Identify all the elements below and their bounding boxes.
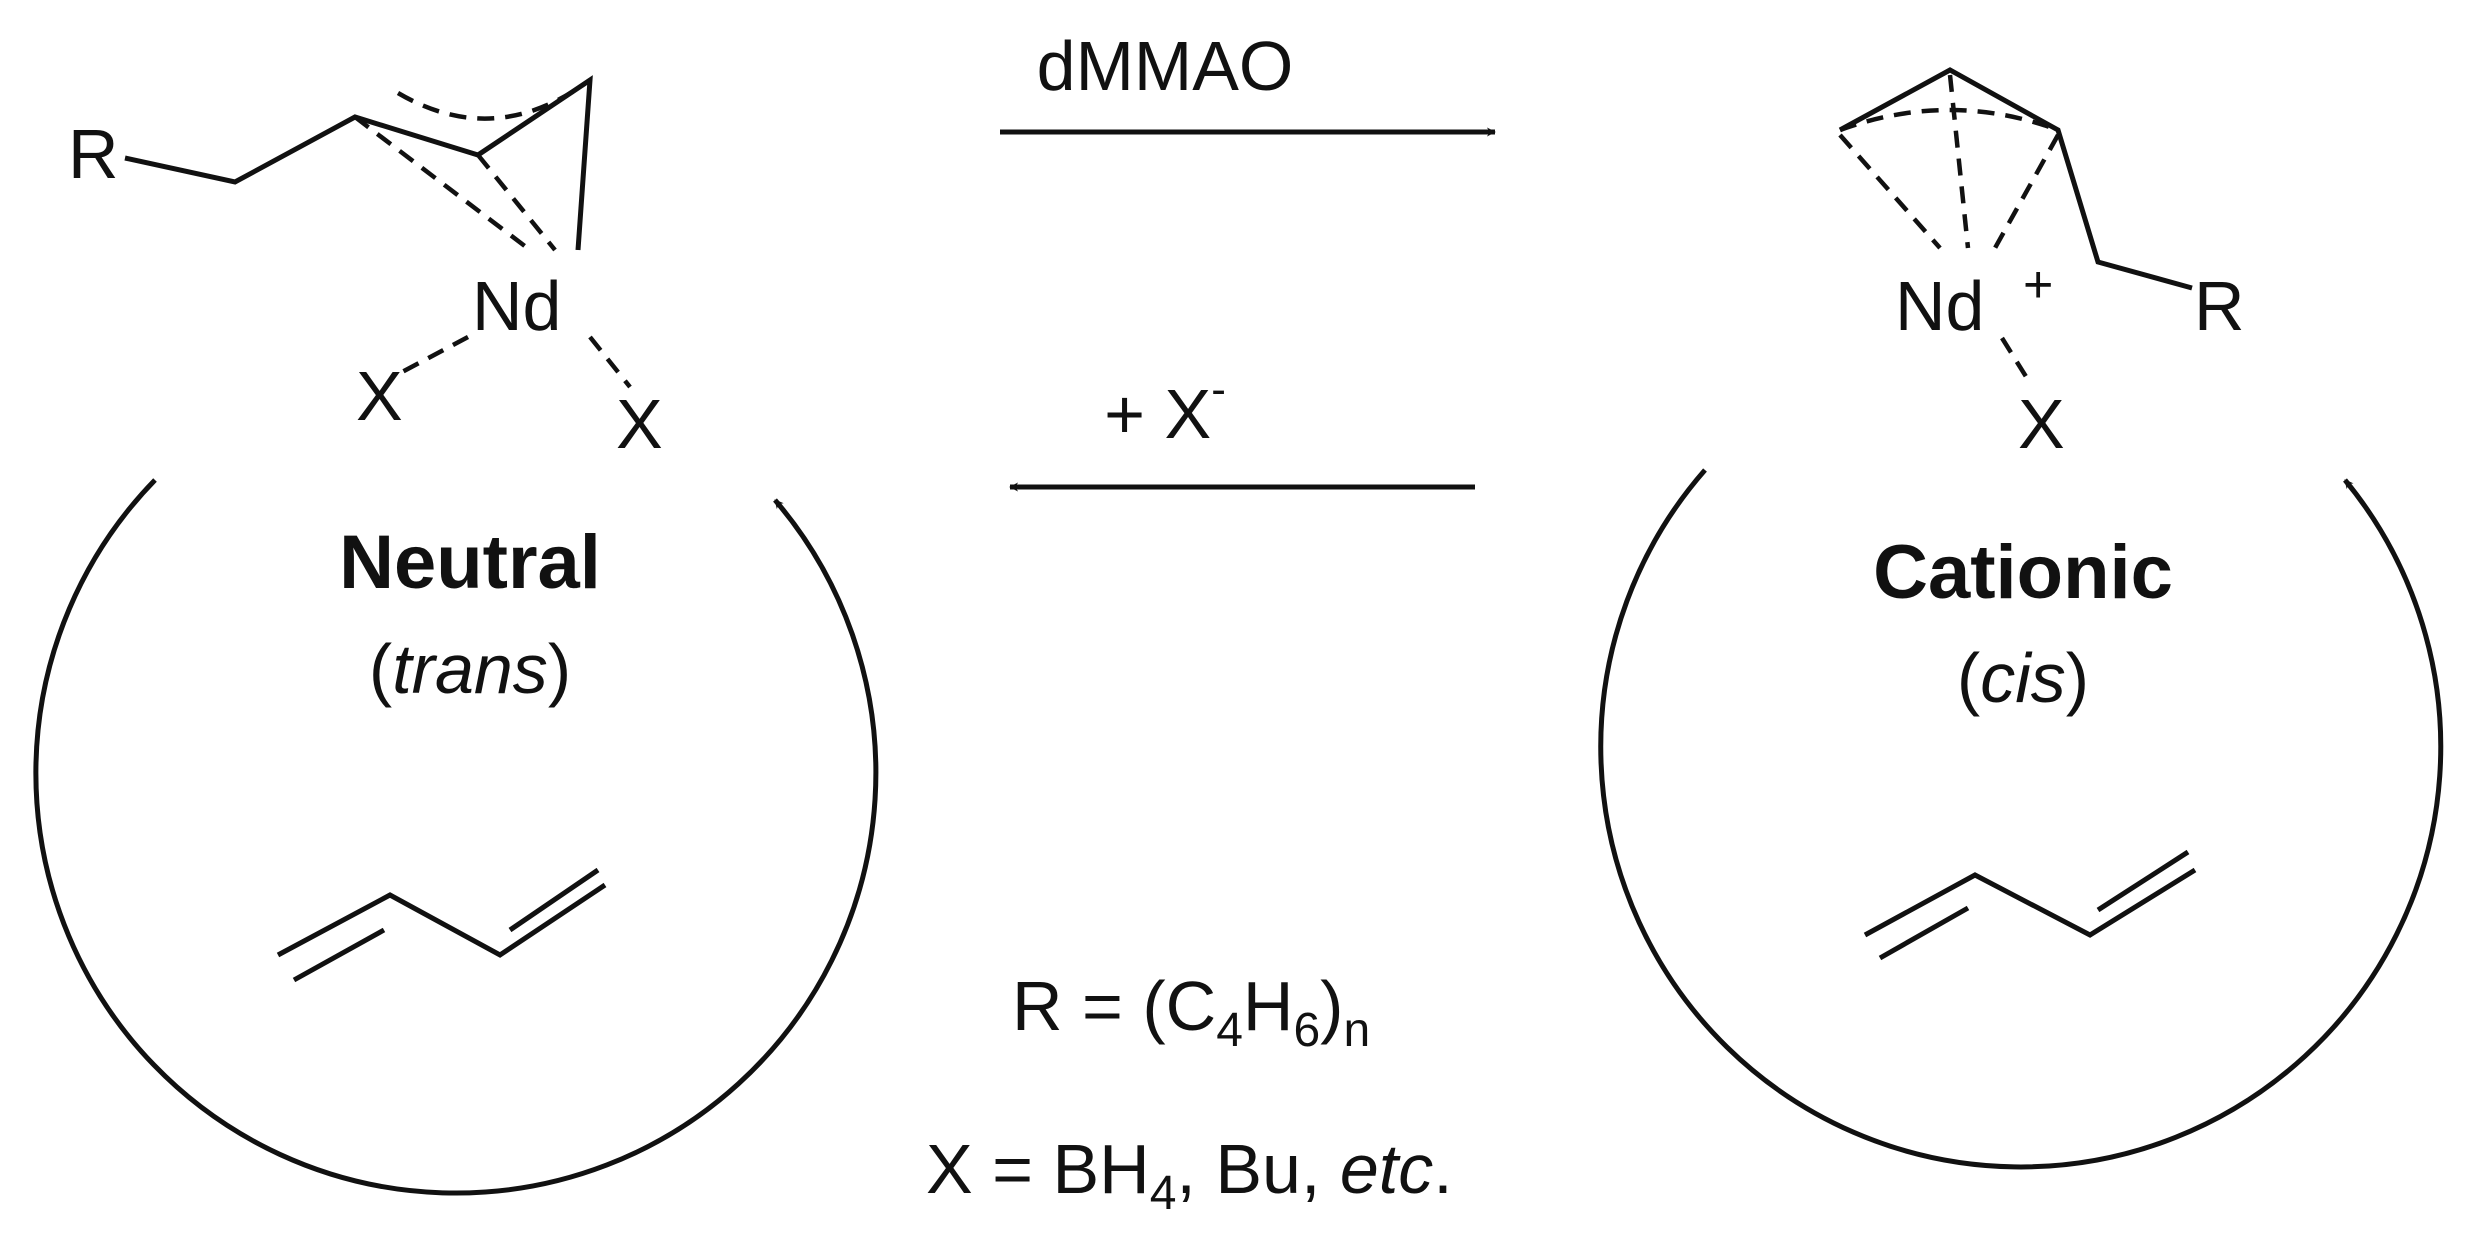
cationic-isomer-label: (cis) (1957, 639, 2089, 717)
neutral-cycle-arrow-icon (33, 478, 879, 1196)
neutral-complex: R Nd X X (68, 75, 663, 463)
cationic-cycle-arrow-icon (1598, 468, 2444, 1170)
neutral-metal-x-right-bond (588, 335, 632, 389)
cationic-title: Cationic (1873, 530, 2173, 615)
cationic-charge-label: + (2023, 256, 2053, 314)
cationic-metal-x-bond (2000, 336, 2032, 385)
neutral-title: Neutral (339, 520, 601, 605)
x-definition: X = BH4, Bu, etc. (926, 1130, 1453, 1220)
forward-reagent-label: dMMAO (1037, 27, 1294, 105)
neutral-butadiene-icon (276, 867, 607, 983)
neutral-allyl-ligand (124, 75, 593, 252)
cationic-butadiene-icon (1863, 849, 2197, 961)
neutral-ligand-right: X (616, 385, 663, 463)
r-definition: R = (C4H6)n (1012, 967, 1370, 1057)
neutral-metal-label: Nd (472, 267, 561, 345)
neutral-metal-x-left-bond (400, 335, 470, 374)
cationic-metal-label: Nd (1895, 267, 1984, 345)
cationic-ligand-label: X (2018, 385, 2065, 463)
neutral-r-label: R (68, 115, 119, 193)
cationic-allyl-ligand (1838, 67, 2193, 291)
neutral-ligand-left: X (356, 357, 403, 435)
cationic-complex: R Nd + X (1838, 67, 2245, 463)
neutral-isomer-label: (trans) (369, 630, 571, 708)
reverse-reagent-label: + X- (1104, 365, 1226, 453)
cationic-r-label: R (2194, 267, 2245, 345)
